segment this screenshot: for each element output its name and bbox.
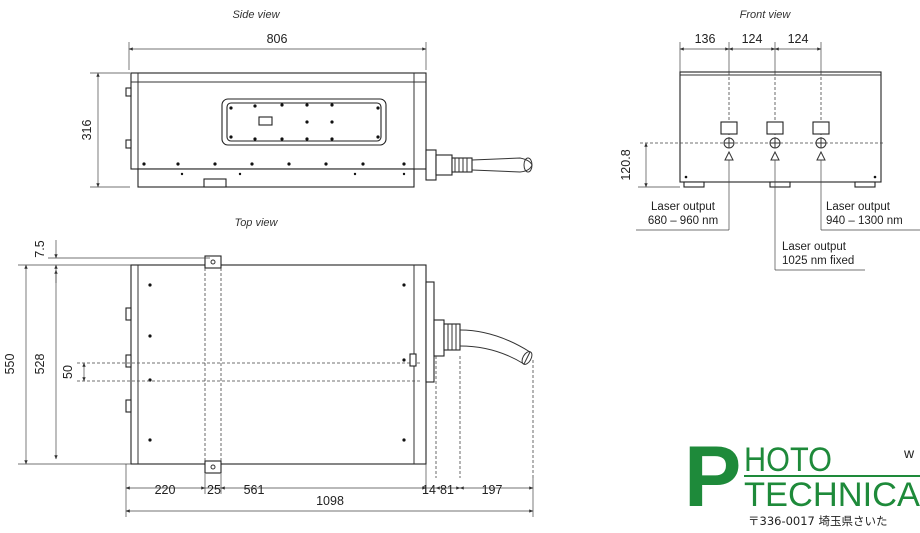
front-dim-c: 124: [788, 32, 809, 46]
front-port-3: [812, 121, 830, 161]
side-cable: [471, 157, 533, 173]
logo-web-fragment: w: [903, 445, 915, 461]
logo-address: 〒336-0017 埼玉県さいた: [748, 514, 888, 528]
front-output-label-1: Laser output 680 – 960 nm: [636, 201, 729, 231]
top-port-dim: 50: [61, 365, 75, 379]
front-height-dim: 120.8: [619, 149, 633, 180]
logo-line1: HOTO: [744, 441, 832, 479]
top-seg6-dim: 197: [482, 483, 503, 497]
top-view: Top view: [3, 217, 534, 517]
front-dim-b: 124: [742, 32, 763, 46]
svg-text:940 – 1300 nm: 940 – 1300 nm: [826, 215, 903, 227]
front-port-2: [766, 121, 784, 161]
side-height-dim: 316: [80, 120, 94, 141]
side-view: Side view 806 316: [80, 9, 533, 188]
top-cable: [459, 329, 531, 365]
front-dim-a: 136: [695, 32, 716, 46]
svg-text:680 – 960 nm: 680 – 960 nm: [648, 215, 718, 227]
svg-text:Laser output: Laser output: [651, 201, 716, 213]
photo-technica-logo: P HOTO TECHNICA w 〒336-0017 埼玉県さいた: [684, 429, 920, 528]
top-view-caption: Top view: [234, 217, 278, 229]
svg-text:Laser output: Laser output: [782, 241, 847, 253]
svg-text:1025 nm fixed: 1025 nm fixed: [782, 255, 854, 267]
front-output-label-3: Laser output 940 – 1300 nm: [821, 201, 920, 231]
top-total-length-dim: 1098: [316, 494, 344, 508]
front-view-caption: Front view: [740, 9, 792, 21]
logo-cap-letter: P: [684, 429, 741, 525]
top-inner-height-dim: 528: [33, 354, 47, 375]
top-offset-dim: 7.5: [33, 240, 47, 257]
side-width-dim: 806: [267, 32, 288, 46]
top-seg4-dim: 14: [422, 483, 436, 497]
top-body: [130, 264, 427, 465]
top-seg5-dim: 81: [440, 483, 454, 497]
side-view-caption: Side view: [232, 9, 280, 21]
front-output-label-2: Laser output 1025 nm fixed: [775, 241, 865, 271]
top-seg3-dim: 561: [244, 483, 265, 497]
svg-text:Laser output: Laser output: [826, 201, 891, 213]
top-total-height-dim: 550: [3, 354, 17, 375]
front-view: Front view 136 124 124: [619, 9, 920, 271]
top-seg2-dim: 25: [207, 483, 221, 497]
logo-line2: TECHNICA: [744, 476, 920, 514]
top-seg1-dim: 220: [155, 483, 176, 497]
